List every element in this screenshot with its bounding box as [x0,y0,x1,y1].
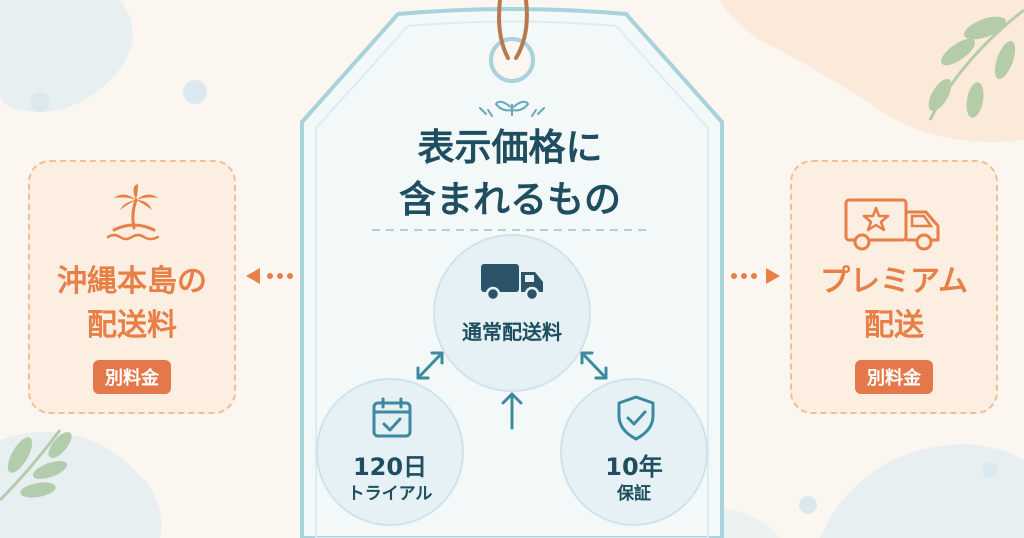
truck-icon [481,264,543,302]
arrow-center-right [580,351,608,380]
included-left-label: 120日 トライアル [347,453,433,504]
arrow-right-head [766,268,780,284]
included-left-circle: 120日 トライアル [316,378,464,526]
included-center-circle: 通常配送料 [433,234,591,392]
leaf-branch-icon [928,8,1024,121]
tag-title-line1: 表示価格に [417,126,603,169]
calendar-check-icon [372,397,412,438]
arrow-left-head [246,268,260,284]
star-truck-icon [844,198,940,251]
excluded-okinawa-title: 沖縄本島の 配送料 [57,264,207,343]
included-right-circle: 10年 保証 [560,378,708,526]
included-right-label: 10年 保証 [605,453,663,504]
excluded-premium-title: プレミアム 配送 [820,264,968,343]
shield-check-icon [617,395,655,441]
tag-title: 表示価格に 含まれるもの [300,122,720,226]
leaf-branch-icon [0,429,72,502]
arrow-center-left [416,351,444,380]
excluded-premium-box: プレミアム 配送 別料金 [790,160,998,414]
included-center-label: 通常配送料 [462,320,562,344]
excluded-okinawa-badge: 別料金 [93,360,171,394]
palm-island-icon [106,184,160,241]
tag-title-line2: 含まれるもの [399,178,621,221]
sprout-icon [479,100,545,117]
excluded-okinawa-box: 沖縄本島の 配送料 別料金 [28,160,236,414]
excluded-premium-badge: 別料金 [855,360,933,394]
